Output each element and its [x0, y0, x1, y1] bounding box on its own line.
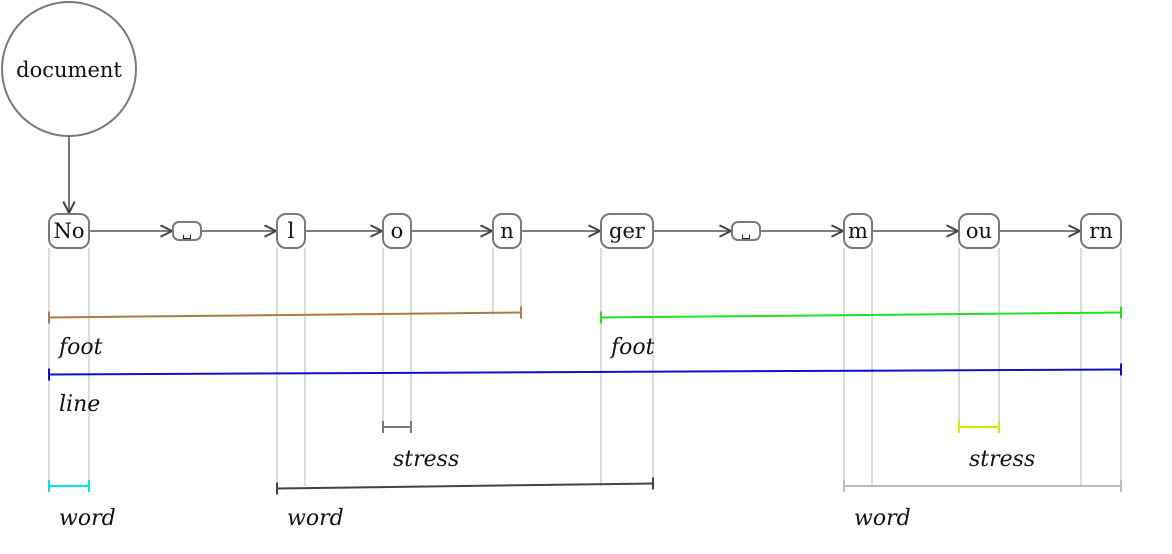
span-label: line — [59, 392, 100, 417]
token-node: l — [276, 213, 306, 249]
span-word: word — [48, 480, 116, 531]
token-label: ␣ — [182, 225, 192, 240]
token-node-space: ␣ — [172, 221, 202, 241]
span-foot: foot — [48, 306, 522, 360]
span-word: word — [276, 477, 654, 531]
token-box — [600, 213, 654, 249]
span-bar — [48, 368, 1122, 376]
token-node-space: ␣ — [731, 221, 761, 241]
token-box — [731, 221, 761, 241]
token-node: n — [492, 213, 522, 249]
span-label: stress — [393, 447, 459, 472]
guide-lines — [48, 248, 1122, 486]
token-node: o — [382, 213, 412, 249]
token-node: ger — [600, 213, 654, 249]
token-label: n — [500, 219, 514, 243]
span-bar — [48, 311, 522, 319]
token-node: rn — [1080, 213, 1122, 249]
span-foot: foot — [600, 306, 1122, 360]
token-box — [1080, 213, 1122, 249]
root-label: document — [16, 58, 122, 82]
span-stress: stress — [382, 421, 459, 472]
span-label: stress — [969, 447, 1035, 472]
token-node: m — [843, 213, 873, 249]
token-label: ␣ — [741, 225, 751, 240]
token-label: m — [848, 219, 868, 243]
token-label: o — [391, 219, 404, 243]
span-label: foot — [57, 335, 103, 360]
token-label: rn — [1089, 219, 1113, 243]
token-node: ou — [958, 213, 1000, 249]
token-box — [48, 213, 90, 249]
span-label: word — [59, 506, 116, 531]
span-annotations: foot foot line stress stress word word word — [48, 306, 1122, 531]
token-label: l — [288, 219, 295, 243]
token-box — [958, 213, 1000, 249]
span-word: word — [843, 480, 1122, 531]
span-stress: stress — [958, 421, 1035, 472]
span-line: line — [48, 363, 1122, 417]
token-box — [276, 213, 306, 249]
span-label: word — [287, 506, 344, 531]
token-label: No — [53, 219, 84, 243]
token-box — [172, 221, 202, 241]
root-node: document — [1, 1, 137, 213]
span-bar — [276, 482, 654, 490]
token-label: ou — [966, 219, 992, 243]
token-box — [843, 213, 873, 249]
token-chain: No ␣ l o n ger ␣ m ou rn — [48, 213, 1122, 249]
token-label: ger — [609, 219, 646, 243]
token-box — [492, 213, 522, 249]
span-label: word — [854, 506, 911, 531]
token-node: No — [48, 213, 90, 249]
span-bar — [600, 311, 1122, 319]
span-label: foot — [609, 335, 655, 360]
token-box — [382, 213, 412, 249]
